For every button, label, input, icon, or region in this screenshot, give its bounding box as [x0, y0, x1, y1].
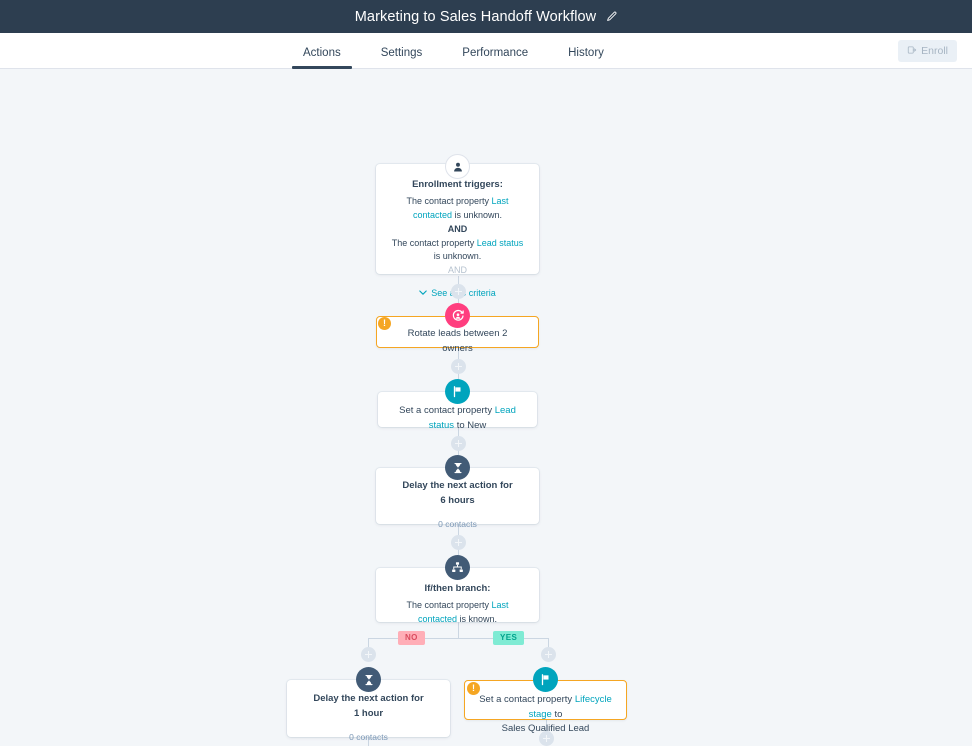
- criterion-prefix: The contact property: [391, 237, 477, 248]
- property-link-last-contacted[interactable]: Last contacted: [417, 599, 509, 624]
- branch-icon[interactable]: [445, 555, 470, 580]
- tab-performance[interactable]: Performance: [462, 47, 529, 59]
- add-action-button[interactable]: [541, 647, 556, 662]
- enrollment-and-1: AND: [447, 223, 468, 234]
- enrollment-heading: Enrollment triggers:: [412, 179, 503, 190]
- tab-bar: Actions Settings Performance History Enr…: [0, 33, 972, 69]
- branch-condition: The contact property Last contacted is k…: [386, 599, 529, 627]
- flag-icon[interactable]: [533, 667, 558, 692]
- person-icon[interactable]: [445, 154, 470, 179]
- set-prefix: Set a contact property: [479, 694, 575, 705]
- tab-actions[interactable]: Actions: [292, 47, 352, 69]
- set-prefix: Set a contact property: [399, 405, 495, 416]
- add-action-button[interactable]: [361, 647, 376, 662]
- branch-heading: If/then branch:: [424, 583, 491, 594]
- add-action-button[interactable]: [539, 731, 554, 746]
- branch-leg-no: [368, 638, 369, 654]
- enrollment-and-2: AND: [447, 265, 467, 276]
- set-suffix: to: [551, 708, 563, 720]
- delay-no-line2: 1 hour: [353, 707, 384, 719]
- property-link-last-contacted[interactable]: Last contacted: [412, 195, 509, 220]
- branch-label-yes: YES: [493, 631, 525, 645]
- set-lead-status-text: Set a contact property Lead status to Ne…: [388, 404, 527, 433]
- criterion-suffix: is unknown.: [452, 209, 503, 220]
- branch-split-line: [368, 638, 549, 639]
- warning-icon[interactable]: !: [467, 682, 480, 695]
- rotate-leads-label: Rotate leads between 2 owners: [407, 328, 508, 354]
- enrollment-criterion-1: The contact property Last contacted is u…: [388, 195, 527, 223]
- delay-no-line1: Delay the next action for: [313, 693, 424, 704]
- connector-line: [458, 622, 459, 638]
- enroll-icon: [907, 45, 917, 58]
- add-action-button[interactable]: [451, 284, 466, 299]
- hourglass-icon[interactable]: [445, 455, 470, 480]
- branch-label-no: NO: [398, 631, 425, 645]
- delay-no-contacts: 0 contacts: [349, 732, 388, 743]
- set-lifecycle-stage-card[interactable]: Set a contact property Lifecycle stage t…: [464, 680, 627, 734]
- criterion-suffix: is unknown.: [433, 251, 482, 262]
- delay-main-line2: 6 hours: [440, 494, 475, 506]
- enroll-button[interactable]: Enroll: [898, 40, 957, 62]
- rotate-leads-icon[interactable]: [445, 303, 470, 328]
- rotate-leads-card[interactable]: Rotate leads between 2 owners: [376, 316, 539, 354]
- hourglass-icon[interactable]: [356, 667, 381, 692]
- property-link-lead-status[interactable]: Lead status: [428, 405, 516, 431]
- add-action-button[interactable]: [451, 436, 466, 451]
- enroll-button-label: Enroll: [921, 45, 948, 57]
- set-lifecycle-text: Set a contact property Lifecycle stage t…: [477, 693, 614, 737]
- property-link-lifecycle-stage[interactable]: Lifecycle stage: [528, 694, 612, 720]
- enrollment-criterion-2: The contact property Lead status is unkn…: [388, 237, 527, 265]
- flag-icon[interactable]: [445, 379, 470, 404]
- tab-history[interactable]: History: [568, 47, 604, 59]
- branch-leg-yes: [548, 638, 549, 654]
- chevron-down-icon: [419, 287, 427, 301]
- tab-settings[interactable]: Settings: [380, 47, 423, 59]
- criterion-prefix: The contact property: [406, 195, 492, 206]
- add-action-button[interactable]: [451, 535, 466, 550]
- connector-line: [368, 737, 369, 746]
- app-header: Marketing to Sales Handoff Workflow: [0, 0, 972, 33]
- branch-suffix: is known.: [457, 613, 498, 624]
- set-lifecycle-value: Sales Qualified Lead: [501, 723, 590, 735]
- add-action-button[interactable]: [451, 359, 466, 374]
- pencil-icon[interactable]: [605, 11, 617, 23]
- delay-main-line1: Delay the next action for: [402, 480, 513, 491]
- enrollment-trigger-card[interactable]: Enrollment triggers: The contact propert…: [376, 164, 539, 298]
- property-link-lead-status[interactable]: Lead status: [476, 237, 524, 248]
- delay-main-contacts: 0 contacts: [438, 519, 477, 530]
- connector-line: [546, 720, 547, 739]
- page-title: Marketing to Sales Handoff Workflow: [354, 8, 597, 25]
- branch-prefix: The contact property: [406, 599, 492, 610]
- warning-icon[interactable]: !: [378, 317, 391, 330]
- set-suffix: to New: [454, 419, 487, 431]
- workflow-canvas[interactable]: Enrollment triggers: The contact propert…: [0, 69, 972, 746]
